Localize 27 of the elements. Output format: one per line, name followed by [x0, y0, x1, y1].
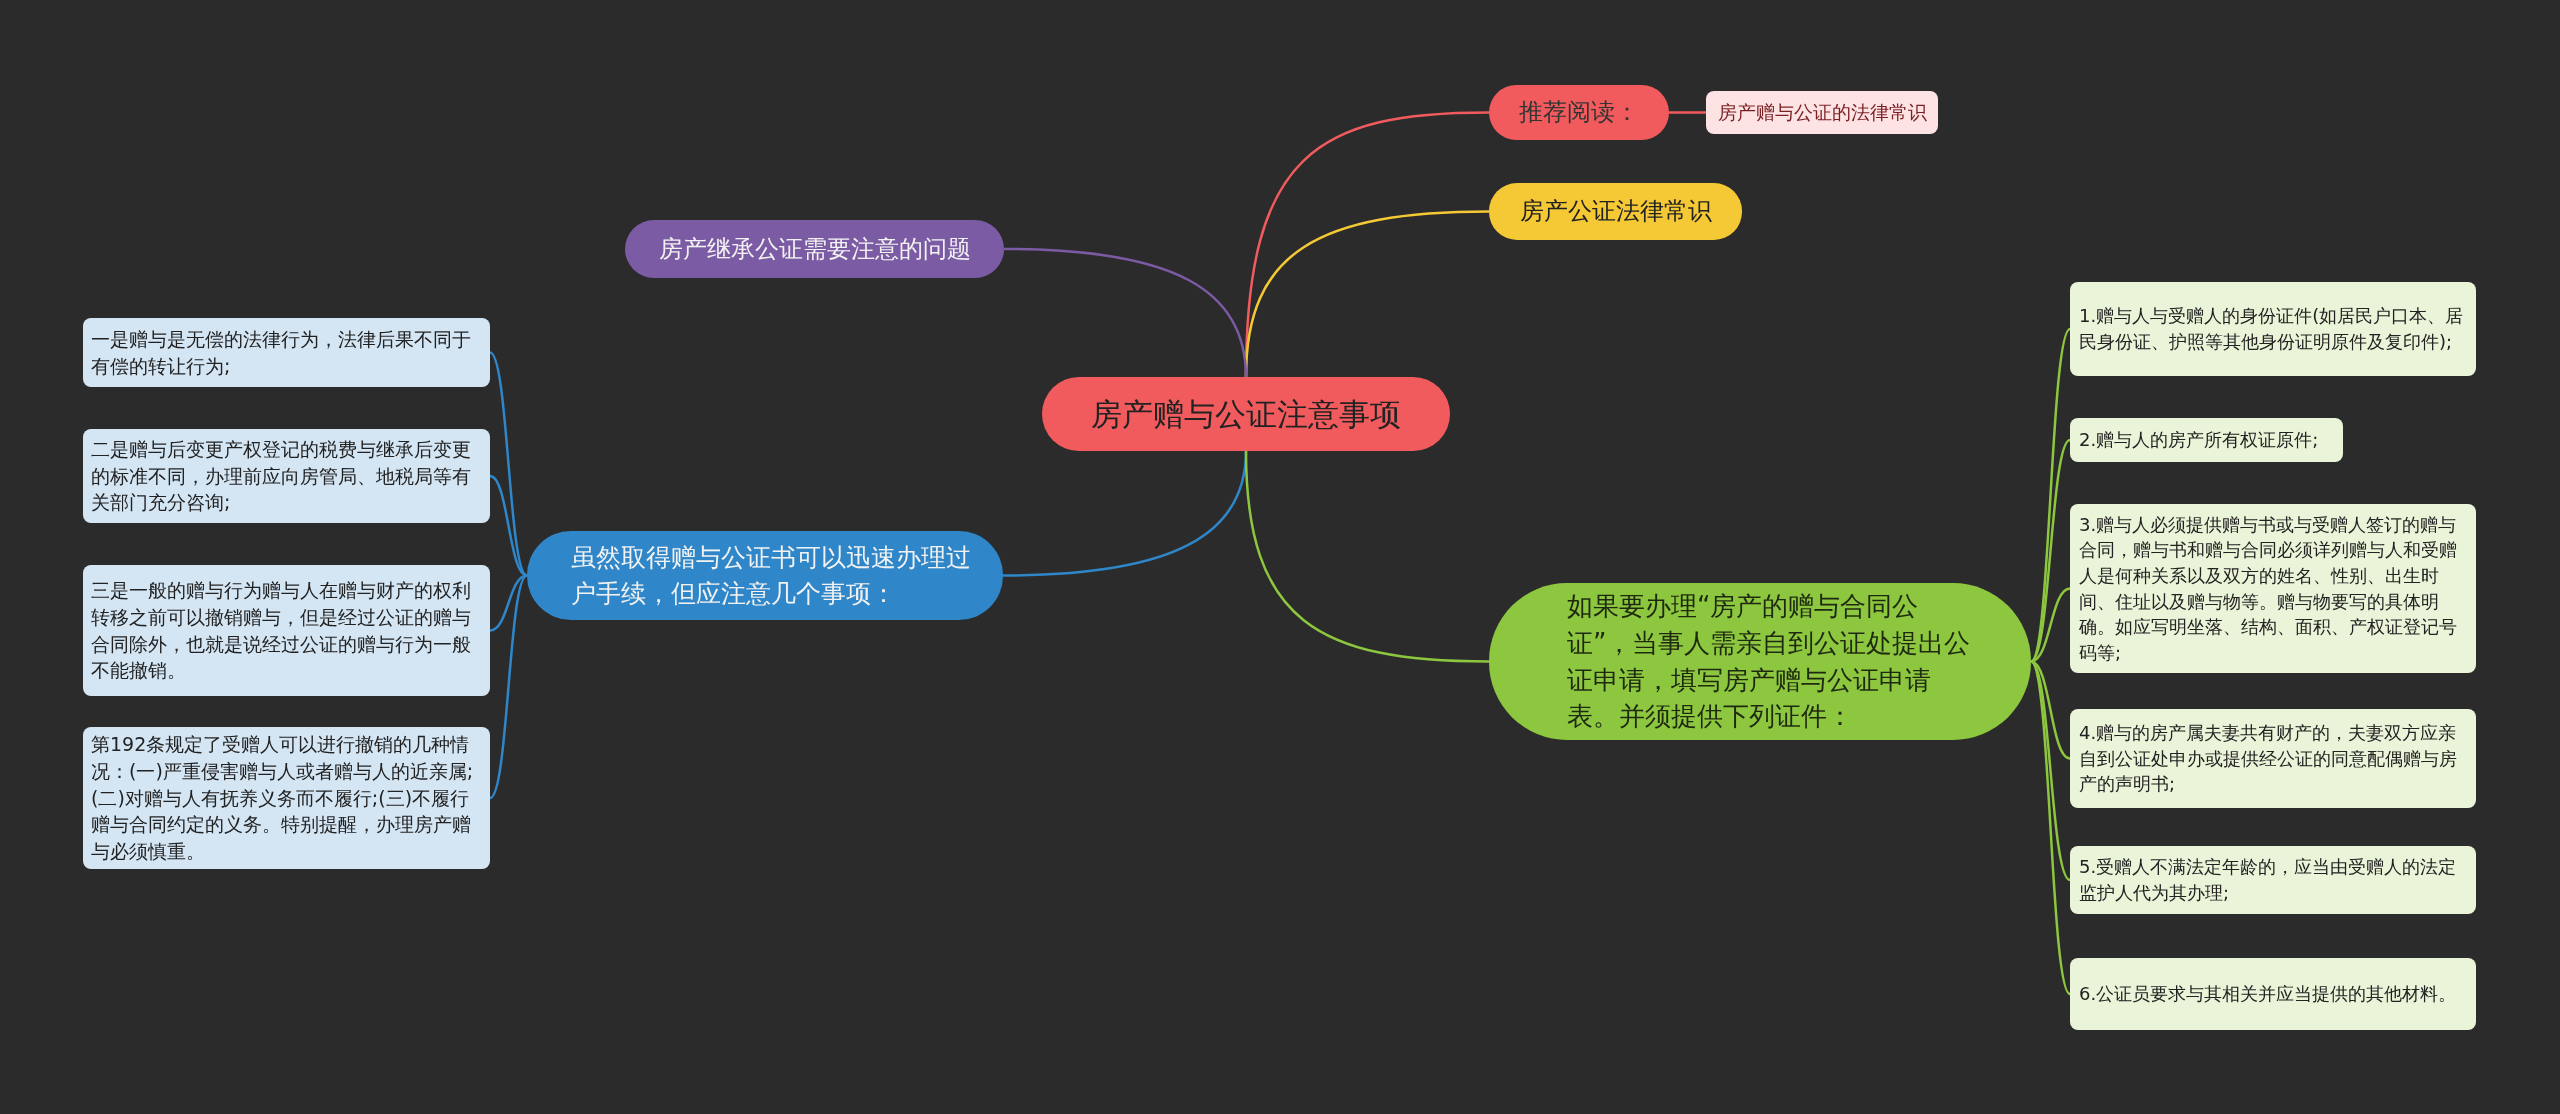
link-box: 房产赠与公证的法律常识 — [1706, 91, 1938, 134]
connector-line — [489, 574, 528, 799]
note-box: 5.受赠人不满法定年龄的，应当由受赠人的法定监护人代为其办理; — [2070, 846, 2476, 914]
connector-line — [489, 474, 528, 577]
note-box: 3.赠与人必须提供赠与书或与受赠人签订的赠与合同，赠与书和赠与合同必须详列赠与人和受赠人是何种关系以及双方的姓名、性别、出生时间、住址以及赠与物等。赠与物要写的具体明确。如应写明坐落、结构、面积、产权证登记号码等; — [2070, 504, 2476, 673]
note-box: 2.赠与人的房产所有权证原件; — [2070, 418, 2343, 462]
note-box: 6.公证员要求与其相关并应当提供的其他材料。 — [2070, 958, 2476, 1030]
note-box: 一是赠与是无偿的法律行为，法律后果不同于有偿的转让行为; — [83, 318, 490, 387]
topic-box: 房产公证法律常识 — [1489, 183, 1742, 240]
connector-line — [2029, 660, 2072, 995]
topic-box: 推荐阅读： — [1489, 85, 1669, 140]
note-box: 第192条规定了受赠人可以进行撤销的几种情况：(一)严重侵害赠与人或者赠与人的近亲属;(二)对赠与人有抚养义务而不履行;(三)不履行赠与合同约定的义务。特别提醒，办理房产赠与必须慎重。 — [83, 727, 490, 869]
topic-box: 虽然取得赠与公证书可以迅速办理过户手续，但应注意几个事项： — [527, 531, 1003, 620]
topic-box: 房产继承公证需要注意的问题 — [625, 220, 1004, 278]
connector-line — [2030, 660, 2071, 881]
connector-line — [2029, 328, 2072, 663]
connector-line — [489, 351, 528, 577]
connector-line — [1003, 247, 1248, 378]
note-box: 4.赠与的房产属夫妻共有财产的，夫妻双方应亲自到公证处申办或提供经公证的同意配偶赠与房产的声明书; — [2070, 709, 2476, 808]
note-box: 1.赠与人与受赠人的身份证件(如居民户口本、居民身份证、护照等其他身份证明原件及复印件); — [2070, 282, 2476, 376]
connector-line — [1669, 111, 1706, 114]
connector-line — [2030, 439, 2071, 663]
connector-line — [1244, 450, 1490, 663]
topic-box: 如果要办理“房产的赠与合同公证”，当事人需亲自到公证处提出公证申请，填写房产赠与公证申请表。并须提供下列证件： — [1489, 583, 2031, 740]
note-box: 二是赠与后变更产权登记的税费与继承后变更的标准不同，办理前应向房管局、地税局等有关部门充分咨询; — [83, 429, 490, 523]
note-box: 三是一般的赠与行为赠与人在赠与财产的权利转移之前可以撤销赠与，但是经过公证的赠与合同除外，也就是说经过公证的赠与行为一般不能撤销。 — [83, 565, 490, 696]
central-topic: 房产赠与公证注意事项 — [1042, 377, 1450, 451]
